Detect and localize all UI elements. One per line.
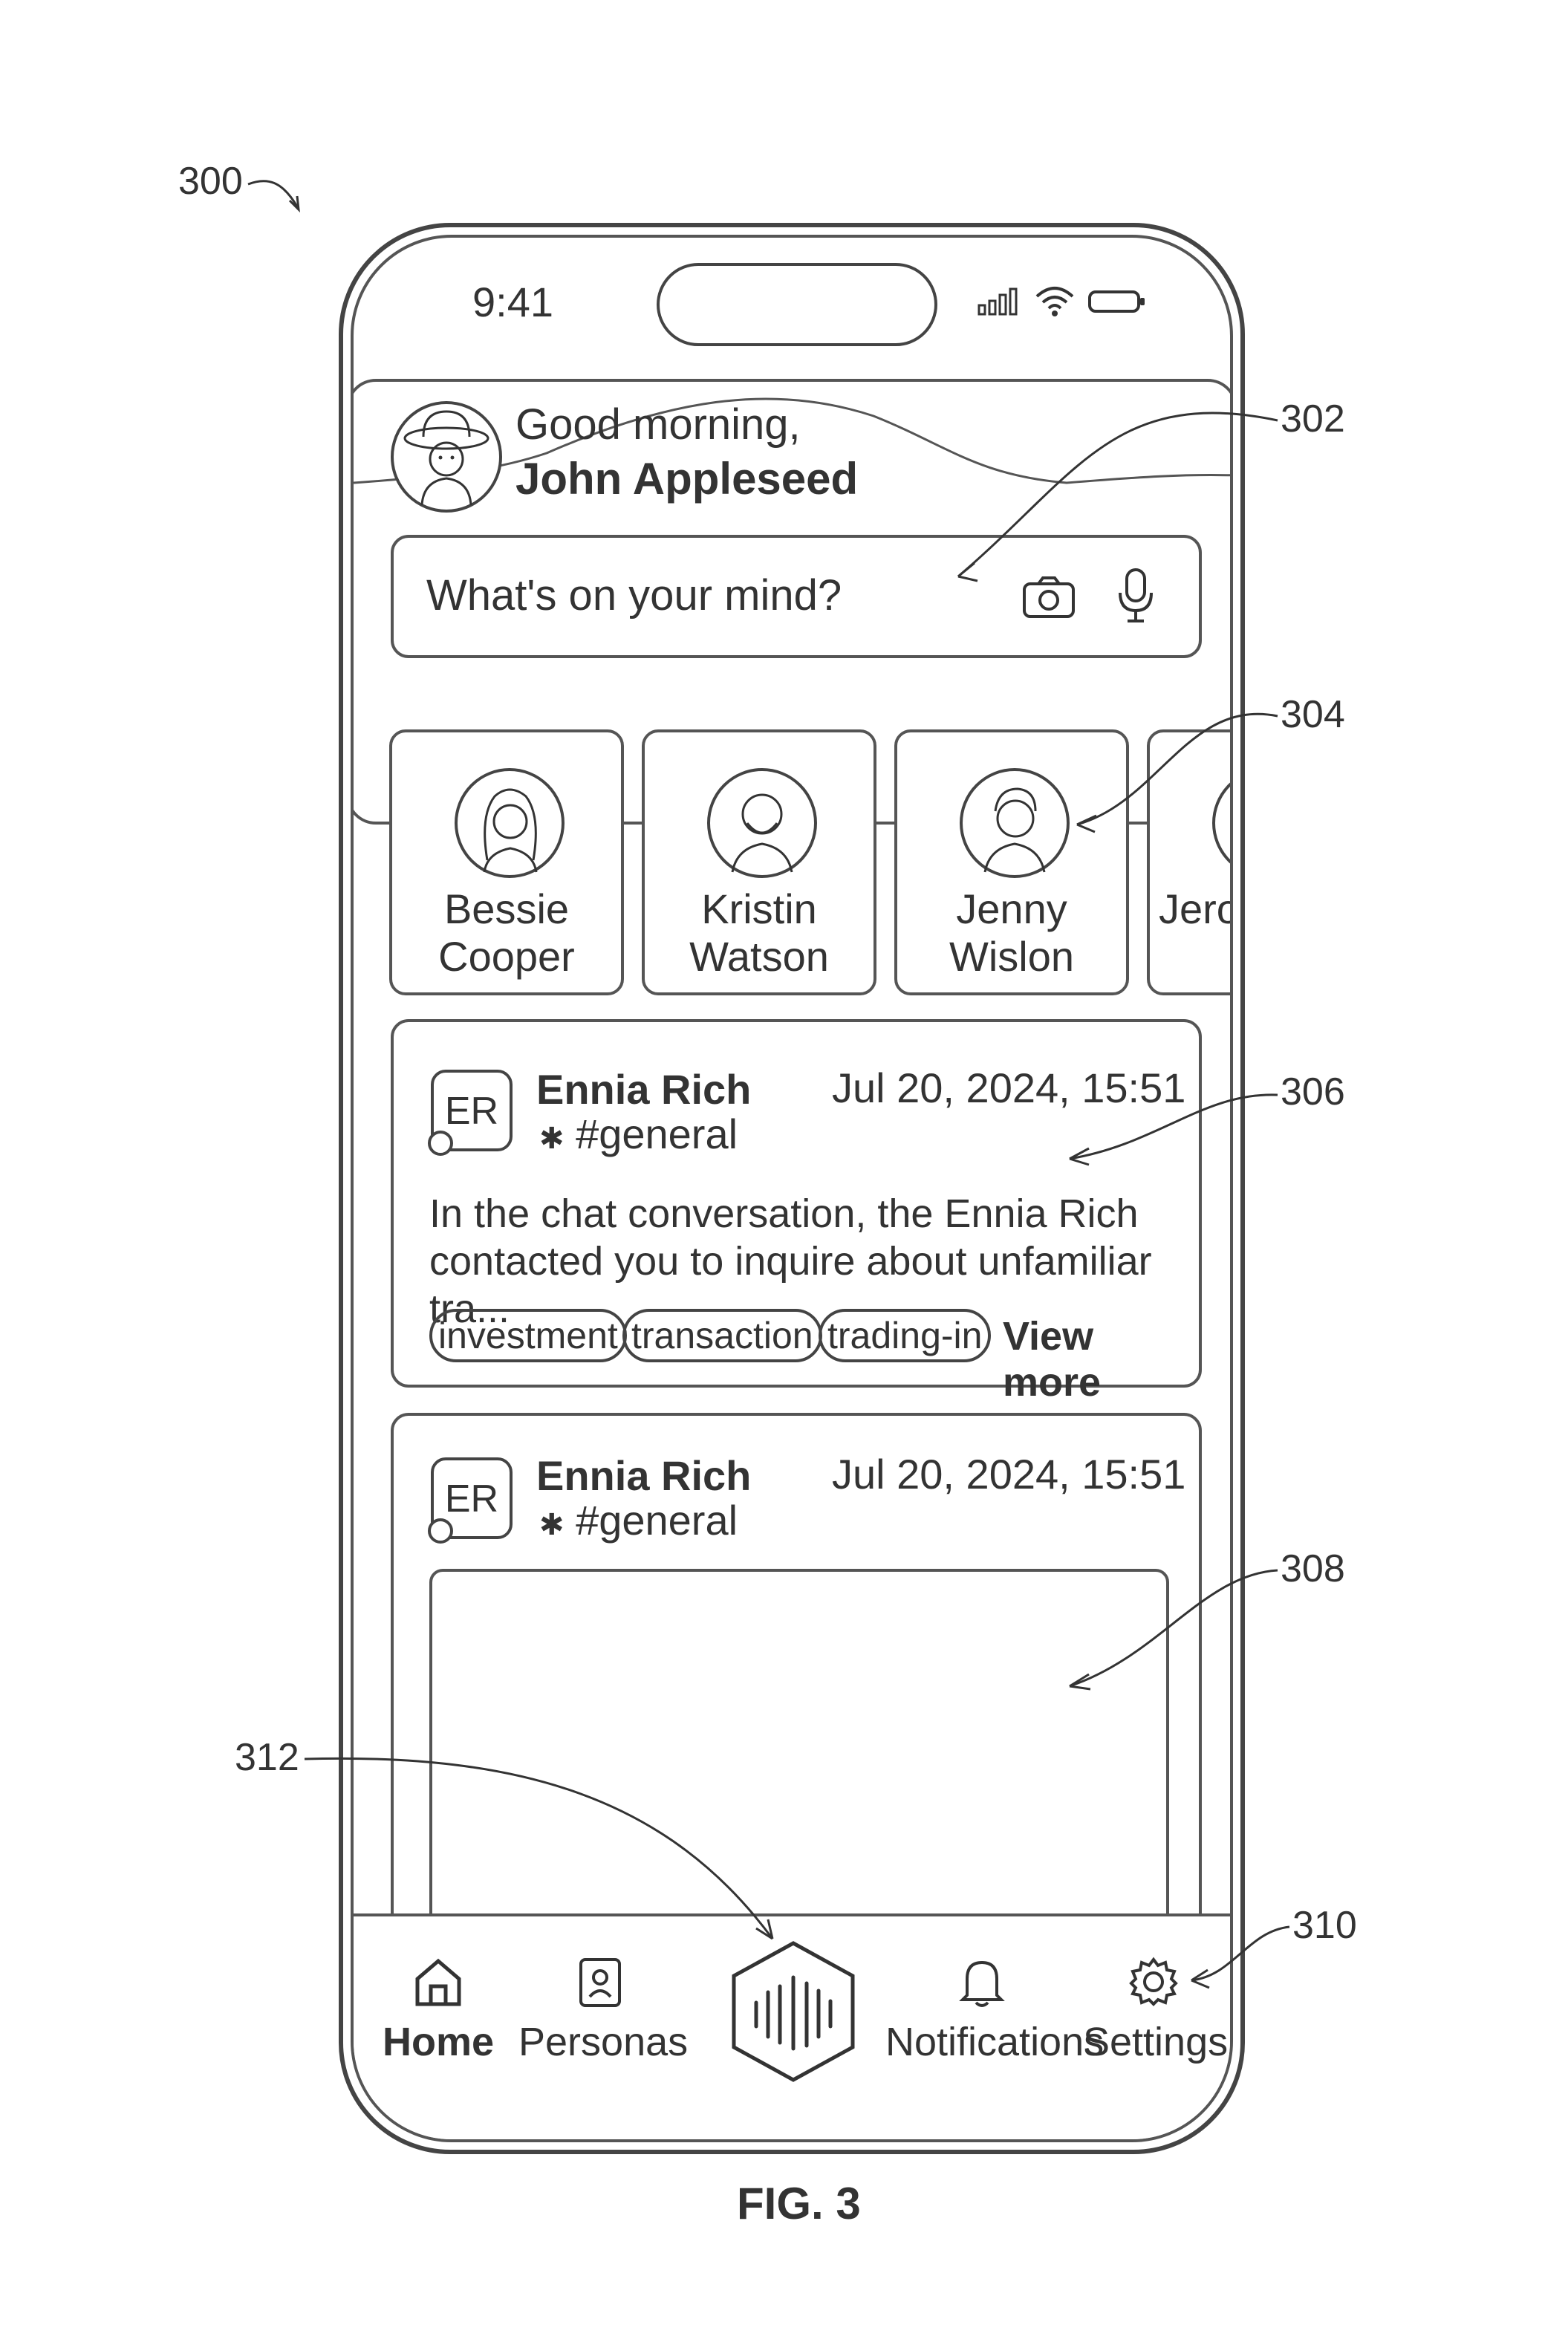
wifi-icon [1035,287,1074,316]
persona-card[interactable]: Bessie Cooper [389,729,624,995]
persona-name: Jero [1159,885,1233,933]
search-input[interactable]: What's on your mind? [391,535,1202,658]
post-author: Ennia Rich [536,1066,752,1113]
persona-avatar [1212,768,1233,878]
post-initials: ER [444,1090,499,1133]
gear-icon [1129,1957,1178,2006]
post-channel: ✱ #general [539,1110,738,1158]
persona-first-name: Kristin [701,885,817,932]
persona-avatar [707,768,817,878]
persona-last-name: Wislon [949,933,1075,980]
persona-card[interactable]: Jero [1147,729,1233,995]
tab-settings-label: Settings [1083,2020,1229,2064]
status-dot [428,1131,453,1156]
tab-notifications[interactable]: Notifications [885,1955,1104,2065]
post-body-line: In the chat conversation, the Ennia Rich [429,1191,1139,1236]
slack-icon: ✱ [539,1509,565,1541]
persona-first-name: Jenny [956,885,1067,932]
bell-icon [959,1960,1005,2007]
post-channel: ✱ #general [539,1496,738,1544]
ref-304: 304 [1281,693,1345,736]
persona-name: Jenny Wislon [897,885,1126,981]
avatar-icon [1215,771,1233,875]
tab-personas-label: Personas [518,2020,689,2064]
ref-308: 308 [1281,1547,1345,1590]
dynamic-island [657,263,937,346]
tab-bar: Home Personas [354,1913,1230,2139]
microphone-icon[interactable] [1117,568,1154,624]
status-icons [977,282,1147,319]
phone-screen: 9:41 Good morning, [351,235,1233,2142]
ref-300: 300 [178,160,243,203]
user-avatar[interactable] [391,401,502,513]
post-channel-label: #general [576,1111,738,1157]
post-avatar: ER [428,1070,513,1156]
post-channel-label: #general [576,1497,738,1544]
persona-avatar [960,768,1070,878]
persona-name: Bessie Cooper [392,885,621,981]
post-initials: ER [444,1477,499,1521]
tag-chip[interactable]: trading-in [819,1309,992,1362]
post-card[interactable]: ER Ennia Rich ✱ #general Jul 20, 2024, 1… [391,1019,1202,1405]
phone-frame [339,223,1245,2154]
center-action-button[interactable] [726,1939,860,2094]
battery-icon [1088,290,1145,313]
user-name: John Appleseed [515,454,859,504]
tag-chip[interactable]: investment [429,1309,627,1362]
ref-310: 310 [1292,1904,1357,1947]
persona-avatar [455,768,565,878]
status-time: 9:41 [472,279,553,325]
persona-name: Kristin Watson [645,885,874,981]
persona-first-name: Jero [1159,885,1233,932]
persona-last-name: Watson [689,933,829,980]
post-author: Ennia Rich [536,1452,752,1499]
persona-last-name: Cooper [438,933,575,980]
persona-card[interactable]: Jenny Wislon [894,729,1129,995]
post-avatar: ER [428,1457,513,1544]
hexagon-logo-icon [732,1941,855,2082]
tab-home-label: Home [382,2020,495,2064]
man-avatar-icon [983,787,1046,873]
ref-302: 302 [1281,397,1345,440]
home-icon [415,1958,461,2006]
slack-icon: ✱ [539,1122,565,1155]
ref-306: 306 [1281,1070,1345,1113]
post-timestamp: Jul 20, 2024, 15:51 [832,1451,1186,1498]
persona-card[interactable]: Kristin Watson [642,729,876,995]
persona-first-name: Bessie [443,885,570,932]
figure-caption: FIG. 3 [737,2179,861,2228]
post-media[interactable] [429,1569,1169,1955]
tag-chip[interactable]: transaction [622,1309,822,1362]
contact-card-icon [579,1958,621,2007]
ref-300-arrow [247,180,300,213]
tab-settings[interactable]: Settings [1083,1955,1228,2065]
tab-personas[interactable]: Personas [518,1955,688,2065]
signal-icon [977,287,1018,316]
post-timestamp: Jul 20, 2024, 15:51 [832,1064,1186,1111]
tab-home[interactable]: Home [379,1955,498,2065]
user-avatar-icon [403,410,489,506]
woman-avatar-icon [483,788,538,873]
greeting-text: Good morning, [515,400,801,449]
tab-notifications-label: Notifications [885,2020,1105,2064]
search-placeholder: What's on your mind? [426,571,842,620]
status-dot [428,1518,453,1544]
camera-icon[interactable] [1022,575,1076,620]
ref-312: 312 [235,1736,299,1779]
man-avatar-icon [731,793,793,873]
view-more-link[interactable]: View more [1003,1314,1102,1405]
